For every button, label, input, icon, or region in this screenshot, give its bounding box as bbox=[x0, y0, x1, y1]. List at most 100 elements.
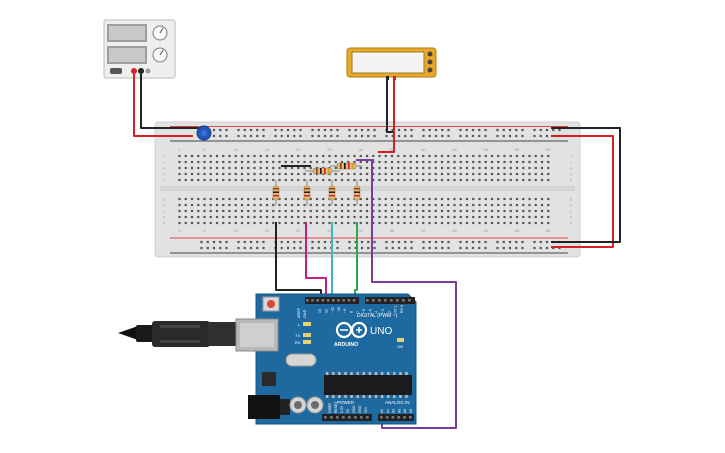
column-number: 45 bbox=[452, 147, 457, 152]
power-pin-label: 3.3V bbox=[340, 405, 344, 413]
power-label: POWER bbox=[337, 400, 355, 405]
power-pin-label: RESET bbox=[334, 402, 338, 413]
column-number: 1 bbox=[178, 228, 181, 233]
analog-pin-label: A4 bbox=[403, 409, 407, 413]
row-letter: F bbox=[163, 178, 166, 183]
digital-pin-label: RX 0 bbox=[400, 305, 404, 313]
column-number: 35 bbox=[390, 228, 395, 233]
column-number: 5 bbox=[203, 228, 206, 233]
column-number: 20 bbox=[296, 228, 301, 233]
row-letter: E bbox=[163, 197, 166, 202]
analog-pin-label: A5 bbox=[409, 409, 413, 413]
arduino-logo-icon bbox=[335, 321, 368, 339]
column-number: 50 bbox=[484, 147, 489, 152]
row-letter: E bbox=[570, 197, 573, 202]
wires bbox=[133, 74, 621, 429]
row-letter: H bbox=[570, 166, 573, 171]
digital-pin-label: ~9 bbox=[343, 309, 347, 313]
resistor-horizontal-1[interactable] bbox=[305, 167, 340, 175]
analog-pin-label: A1 bbox=[386, 409, 390, 413]
brand-label: ARDUINO bbox=[334, 342, 358, 348]
column-number: 5 bbox=[203, 147, 206, 152]
ic-pins bbox=[326, 372, 408, 398]
row-letter: H bbox=[163, 166, 166, 171]
row-letter: C bbox=[163, 209, 166, 214]
digital-pin-label: TX 1 bbox=[394, 305, 398, 313]
column-number: 60 bbox=[546, 147, 551, 152]
resistors[interactable] bbox=[272, 162, 362, 205]
power-pin-label: IOREF bbox=[328, 403, 332, 413]
l-label: L bbox=[298, 322, 301, 327]
row-letter: D bbox=[163, 203, 166, 208]
row-letter: D bbox=[570, 203, 573, 208]
wire-magenta bbox=[305, 222, 327, 300]
row-letter: B bbox=[570, 215, 573, 220]
wire-rail-red bbox=[551, 135, 614, 248]
row-letter: B bbox=[163, 215, 166, 220]
digital-header-holes bbox=[306, 299, 411, 302]
column-number: 15 bbox=[265, 228, 270, 233]
row-letter: I bbox=[163, 160, 164, 165]
column-number: 10 bbox=[234, 228, 239, 233]
digital-pin-label: 2 bbox=[387, 311, 391, 313]
wire-rail-black bbox=[551, 127, 621, 243]
digital-pin-label: ~11 bbox=[331, 307, 335, 313]
row-letter: I bbox=[570, 160, 571, 165]
power-supply[interactable] bbox=[103, 19, 176, 79]
tx-label: TX bbox=[295, 333, 300, 338]
resistor-vertical-2[interactable] bbox=[303, 180, 311, 205]
column-number: 10 bbox=[234, 147, 239, 152]
column-number: 25 bbox=[327, 147, 332, 152]
digital-pin-label: ~5 bbox=[368, 309, 372, 313]
column-number: 35 bbox=[390, 147, 395, 152]
row-letter: A bbox=[163, 221, 166, 226]
analog-label: ANALOG IN bbox=[385, 400, 410, 405]
column-number: 40 bbox=[421, 228, 426, 233]
column-number: 30 bbox=[359, 228, 364, 233]
power-pin-label: VIN bbox=[364, 407, 368, 413]
wire-supply-positive bbox=[133, 74, 193, 137]
wire-supply-negative bbox=[140, 74, 199, 129]
column-number: 1 bbox=[178, 147, 181, 152]
resistor-vertical-4[interactable] bbox=[353, 180, 361, 205]
potentiometer[interactable] bbox=[196, 125, 212, 141]
row-letter: G bbox=[569, 172, 572, 177]
digital-pin-label: ~3 bbox=[381, 309, 385, 313]
column-number: 45 bbox=[452, 228, 457, 233]
power-pin-label: 5V bbox=[346, 408, 350, 413]
resistor-vertical-3[interactable] bbox=[328, 180, 336, 205]
digital-pin-label: ~10 bbox=[337, 307, 341, 313]
on-label: ON bbox=[397, 344, 403, 349]
analog-pin-label: A3 bbox=[397, 409, 401, 413]
analog-pin-label: A2 bbox=[392, 409, 396, 413]
row-letter: J bbox=[570, 154, 572, 159]
column-number: 55 bbox=[515, 147, 520, 152]
gnd-label: GND bbox=[303, 309, 307, 318]
power-pin-label: GND bbox=[352, 405, 356, 413]
digital-pin-label: 12 bbox=[324, 309, 328, 313]
column-number: 15 bbox=[265, 147, 270, 152]
bottom-header-holes bbox=[324, 416, 412, 419]
column-number: 40 bbox=[421, 147, 426, 152]
wire-meter-positive bbox=[378, 78, 395, 153]
row-letter: F bbox=[570, 178, 573, 183]
usb-cable[interactable] bbox=[118, 321, 238, 347]
resistor-vertical-1[interactable] bbox=[272, 180, 280, 205]
aref-label: AREF bbox=[297, 307, 301, 318]
digital-pin-label: 13 bbox=[318, 309, 322, 313]
resistor-horizontal-2[interactable] bbox=[330, 162, 362, 170]
digital-pin-label: 8 bbox=[350, 311, 354, 313]
wire-meter-negative bbox=[386, 78, 393, 133]
column-number: 50 bbox=[484, 228, 489, 233]
digital-label: DIGITAL (PWM ~) bbox=[357, 313, 397, 319]
row-letter: C bbox=[570, 209, 573, 214]
row-letter: J bbox=[163, 154, 165, 159]
multimeter[interactable] bbox=[346, 47, 437, 80]
